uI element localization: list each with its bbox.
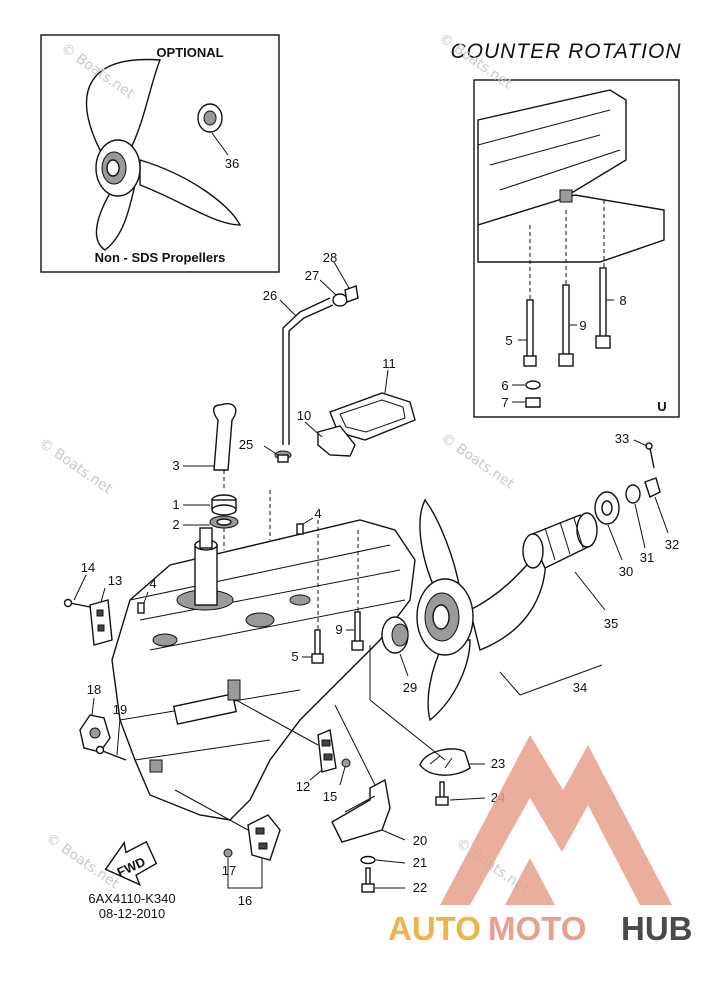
optional-inset: OPTIONAL Non - SDS Propellers 36 [40,34,280,273]
part-14-bolt [63,598,91,608]
callout-1[interactable]: 1 [172,497,179,512]
callout-32[interactable]: 32 [665,537,679,552]
callout-6[interactable]: 6 [501,378,508,393]
callout-35[interactable]: 35 [604,616,618,631]
callout-17[interactable]: 17 [222,863,236,878]
part-35-hub [522,512,598,569]
part-7-nut [525,397,541,408]
part-12-anode [317,729,337,773]
watermark-main: © Boats.net [36,435,116,497]
callout-16[interactable]: 16 [238,893,252,908]
part-1-grommet [211,494,237,516]
callout-8[interactable]: 8 [619,293,626,308]
optional-title: OPTIONAL [156,45,223,60]
callout-36[interactable]: 36 [225,156,239,171]
callout-23[interactable]: 23 [491,756,505,771]
callout-21[interactable]: 21 [413,855,427,870]
callout-15[interactable]: 15 [323,789,337,804]
part-25-grommet [274,450,292,463]
part-17-nut [223,848,233,858]
part-27-grommet [332,293,348,307]
callout-13[interactable]: 13 [108,573,122,588]
part-21-washer [360,855,376,865]
callout-4-left[interactable]: 4 [149,576,156,591]
part-15-bolt [341,758,351,768]
callout-27[interactable]: 27 [305,268,319,283]
part-2-seal [209,515,239,529]
callout-28[interactable]: 28 [323,250,337,265]
footer-part-code: 6AX4110-K340 [88,891,175,906]
part-8-bolt [595,267,611,349]
callout-7[interactable]: 7 [501,395,508,410]
logo-hub: HUB [621,910,693,947]
part-13-anode [89,599,113,646]
callout-26[interactable]: 26 [263,288,277,303]
callout-18[interactable]: 18 [87,682,101,697]
callout-9-inset[interactable]: 9 [579,318,586,333]
part-4-pin-upper [296,523,304,535]
part-23-plate [419,748,471,776]
part-18-trim-tab [79,714,111,753]
part-5-stud-main [311,629,324,664]
callout-30[interactable]: 30 [619,564,633,579]
part-30-washer [594,491,620,525]
callout-31[interactable]: 31 [640,550,654,565]
part-31-washer [625,484,641,504]
part-5-stud [523,299,537,367]
callout-12[interactable]: 12 [296,779,310,794]
callout-33[interactable]: 33 [615,431,629,446]
callout-4-upper[interactable]: 4 [314,506,321,521]
part-36-bushing [197,103,223,133]
part-29-spacer [381,616,409,654]
callout-34[interactable]: 34 [573,680,587,695]
part-22-bolt [361,867,375,893]
callout-3[interactable]: 3 [172,458,179,473]
part-16-anode [247,814,281,861]
part-20-skeg-plate [331,778,391,843]
footer-date: 08-12-2010 [99,906,166,921]
non-sds-caption: Non - SDS Propellers [95,250,226,265]
callout-5-inset[interactable]: 5 [505,333,512,348]
counter-rotation-frame [473,79,680,418]
callout-10[interactable]: 10 [297,408,311,423]
callout-25[interactable]: 25 [239,437,253,452]
callout-9[interactable]: 9 [335,622,342,637]
callout-29[interactable]: 29 [403,680,417,695]
lower-unit-housing [111,519,416,821]
part-10-gasket [317,425,356,457]
callout-2[interactable]: 2 [172,517,179,532]
logo-moto: MOTO [488,910,586,947]
part-28-cap [344,285,359,303]
callout-14[interactable]: 14 [81,560,95,575]
part-33-cotter-pin [645,442,655,469]
part-34-propeller [416,498,547,722]
watermark-mid-right: © Boats.net [438,430,518,492]
counter-rotation-inset: 5 9 8 6 7 U [473,79,680,418]
callout-20[interactable]: 20 [413,833,427,848]
part-9-bolt [558,284,574,367]
part-9-bolt-main [351,611,364,651]
part-32-nut [644,477,661,498]
part-26-tube [282,297,334,445]
part-24-bolt [435,781,449,806]
non-sds-propeller-illustration [85,58,242,251]
callout-5[interactable]: 5 [291,649,298,664]
inset-letter-u: U [657,399,666,414]
part-6-washer [525,380,541,390]
part-19-bolt [95,745,127,761]
callout-11[interactable]: 11 [382,356,396,371]
callout-19[interactable]: 19 [113,702,127,717]
counter-rotation-title: COUNTER ROTATION [450,40,681,63]
part-4-pin-left [137,602,145,614]
callout-22[interactable]: 22 [413,880,427,895]
logo-auto: AUTO [388,910,481,947]
part-3-water-tube [213,403,237,471]
logo-mark [440,735,672,905]
automotohub-logo: AUTO MOTO HUB [388,735,693,947]
optional-inset-frame [40,34,280,273]
